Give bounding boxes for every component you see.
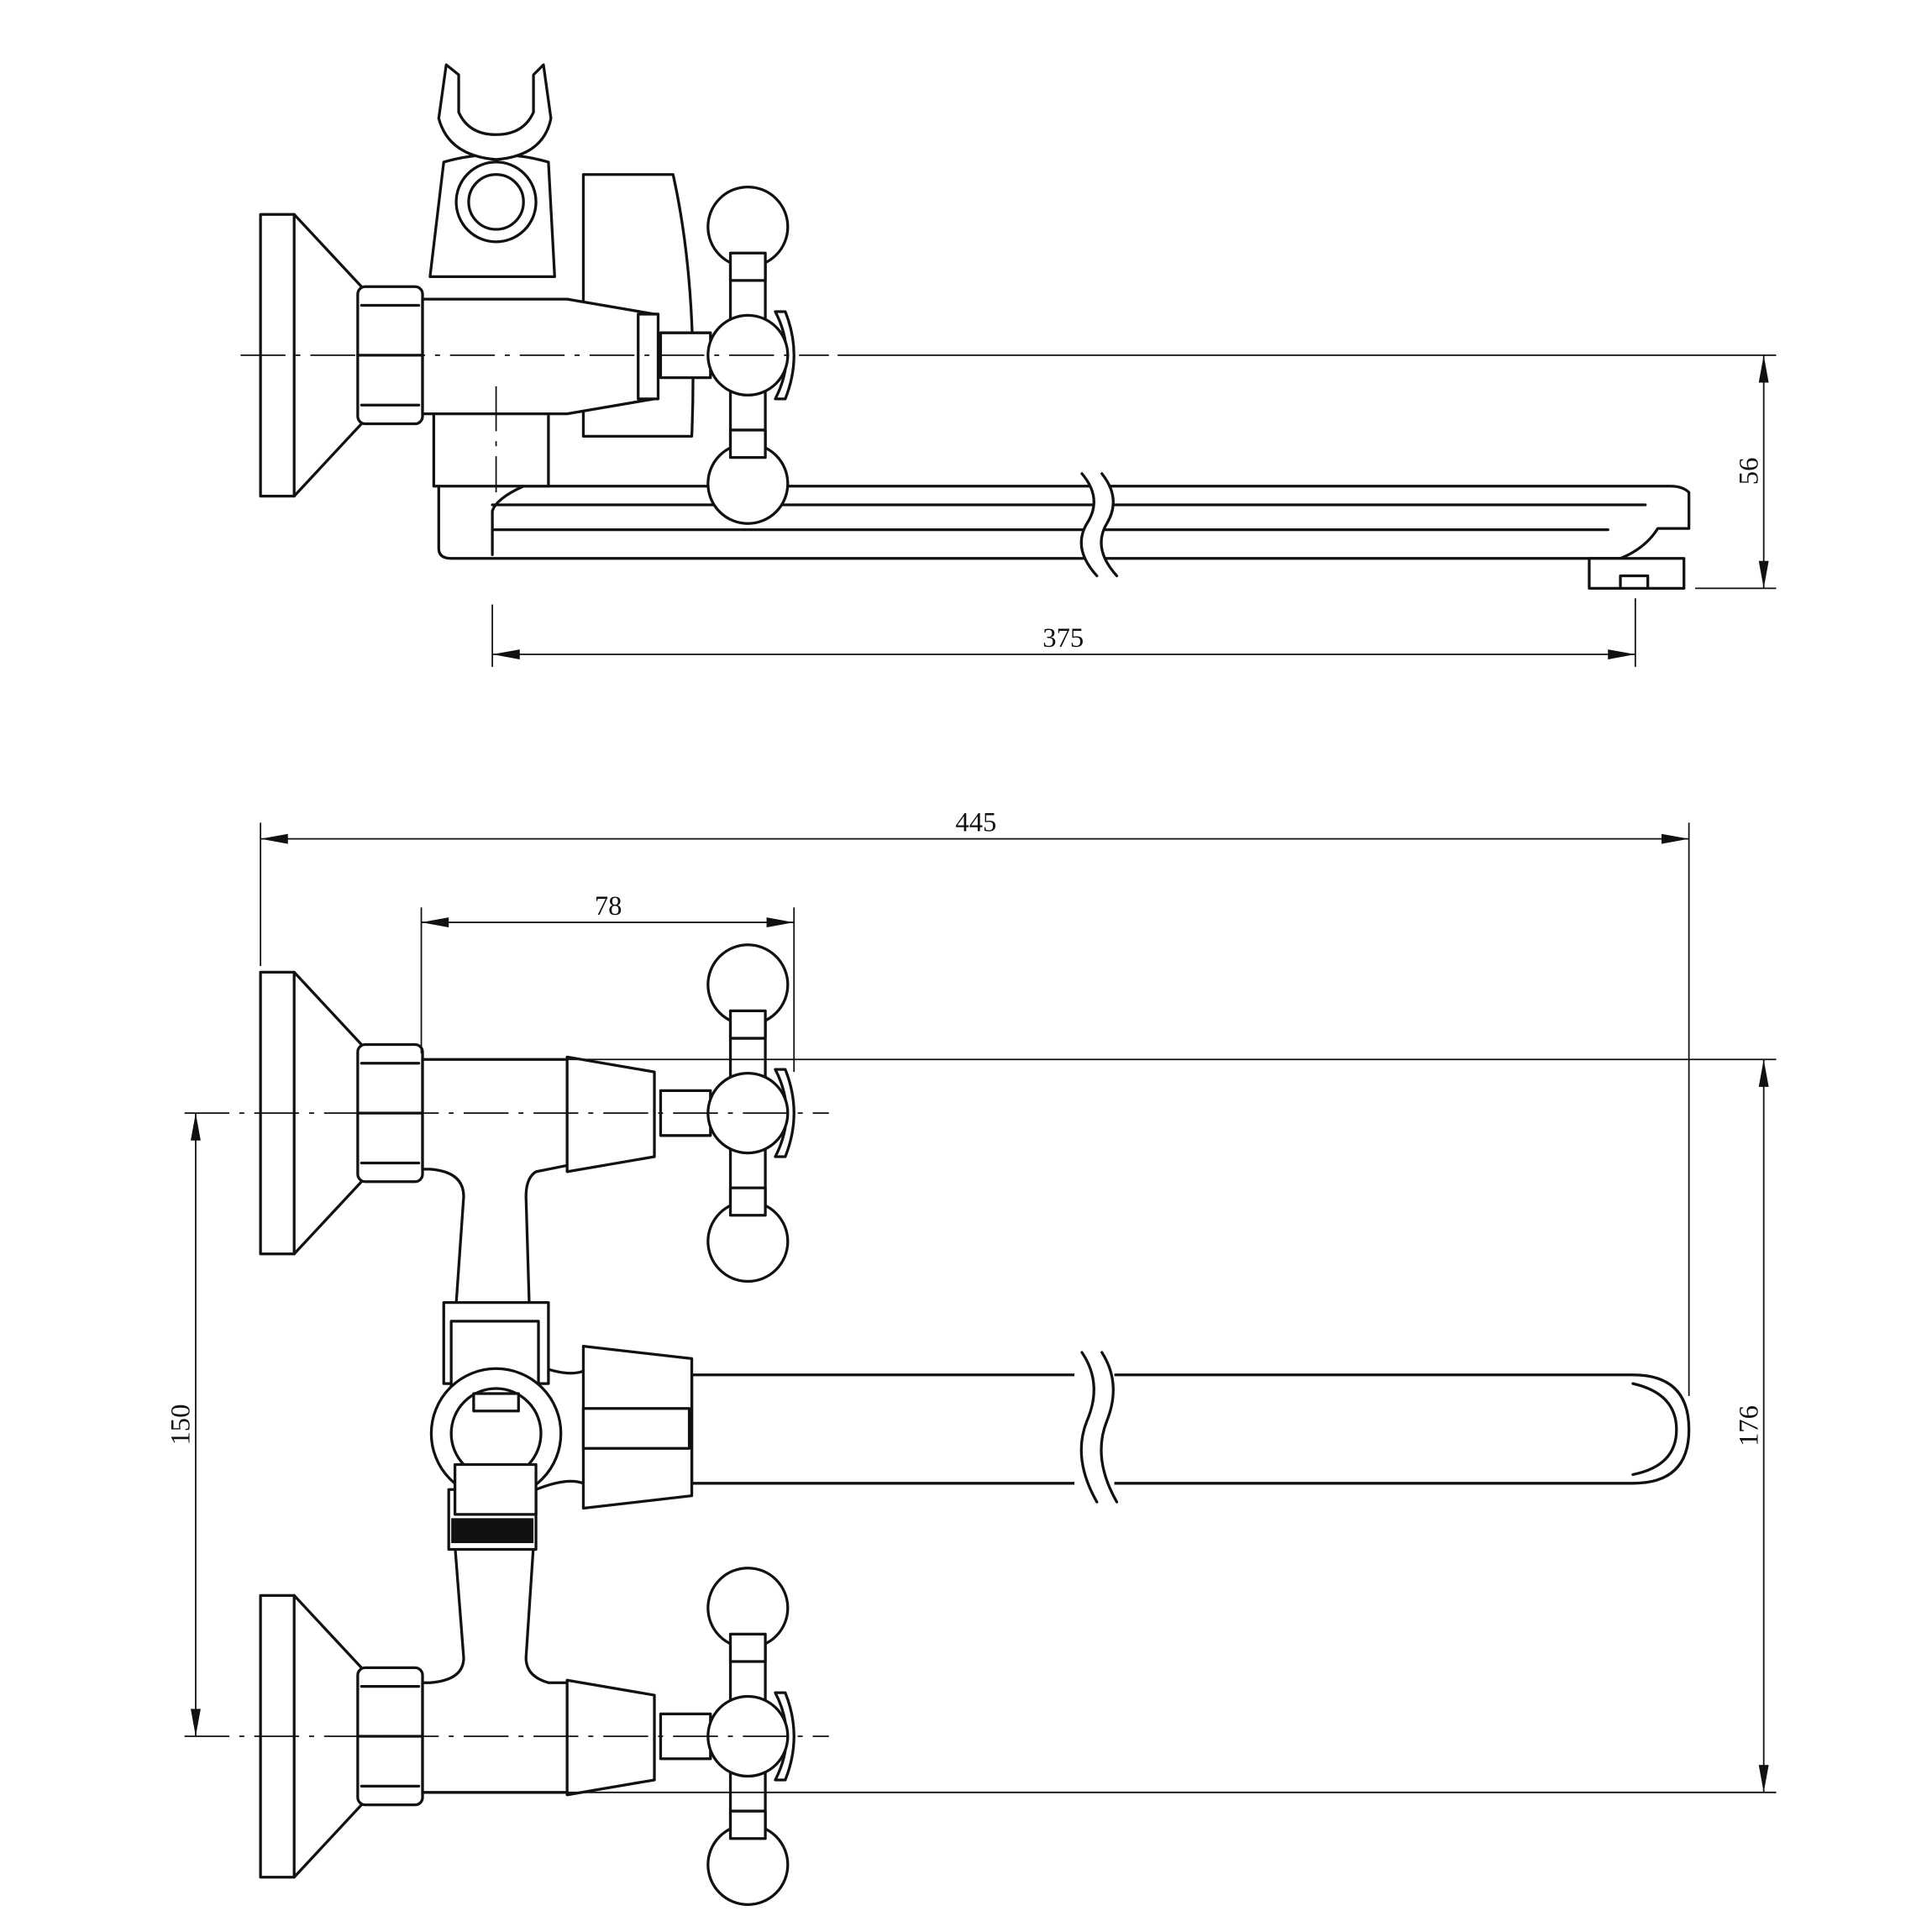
outlet-body (432, 410, 550, 488)
mixer-body (421, 297, 656, 416)
mixer-column (421, 1058, 569, 1323)
dim-56: 56 (1734, 458, 1764, 486)
dim-375: 375 (1042, 623, 1084, 654)
spout (437, 472, 1691, 591)
dim-176: 176 (1734, 1405, 1764, 1446)
dim-445: 445 (955, 808, 996, 838)
shower-holder-clip (437, 63, 553, 161)
shower-holder (429, 1301, 563, 1516)
front-view: 445 78 150 176 (166, 808, 1777, 1906)
dim-78: 78 (595, 891, 622, 921)
side-view: 375 56 (240, 63, 1777, 667)
spout (690, 1351, 1691, 1509)
dim-150: 150 (166, 1404, 197, 1446)
